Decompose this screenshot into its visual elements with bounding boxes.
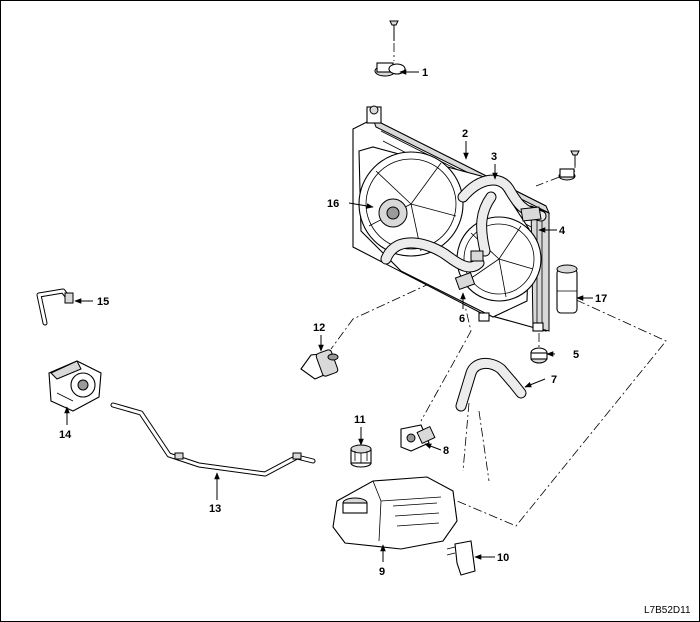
callout-12: 12 [313, 322, 325, 334]
figure-code: L7B52D11 [644, 605, 691, 616]
callout-15: 15 [97, 296, 109, 308]
right-upper-mount [558, 150, 580, 181]
callout-3: 3 [491, 151, 497, 163]
callout-10: 10 [497, 552, 509, 564]
callout-4: 4 [559, 225, 566, 237]
part-5-grommet [530, 347, 548, 364]
part-9-expansion-tank [332, 476, 458, 550]
radiator-fan-assembly [352, 105, 550, 332]
part-17-cylinder [556, 264, 578, 314]
callout-labels: 1 2 3 4 5 6 7 8 9 10 11 12 13 14 15 16 1… [59, 67, 607, 578]
callout-16: 16 [327, 198, 339, 210]
callout-2: 2 [462, 128, 468, 140]
callout-9: 9 [379, 566, 385, 578]
part-12-sensor [300, 349, 339, 380]
part-8-housing [400, 424, 436, 452]
part-11-cap [350, 444, 372, 468]
callout-17: 17 [595, 293, 607, 305]
callout-5: 5 [573, 349, 579, 361]
callout-11: 11 [354, 414, 366, 426]
part-14-pump [48, 360, 102, 412]
callout-1: 1 [422, 67, 428, 79]
callout-8: 8 [443, 445, 449, 457]
part-7-hose [455, 358, 527, 412]
callout-13: 13 [209, 503, 221, 515]
part-1-upper-mount [374, 20, 406, 77]
hose-clamp-6 [454, 271, 476, 291]
leader-arrows [64, 69, 593, 562]
callout-7: 7 [551, 374, 557, 386]
callout-14: 14 [59, 429, 72, 441]
callout-6: 6 [459, 313, 465, 325]
part-13-pipe [110, 402, 316, 477]
part-10-bracket [446, 540, 476, 576]
part-15-pipe [36, 288, 74, 326]
